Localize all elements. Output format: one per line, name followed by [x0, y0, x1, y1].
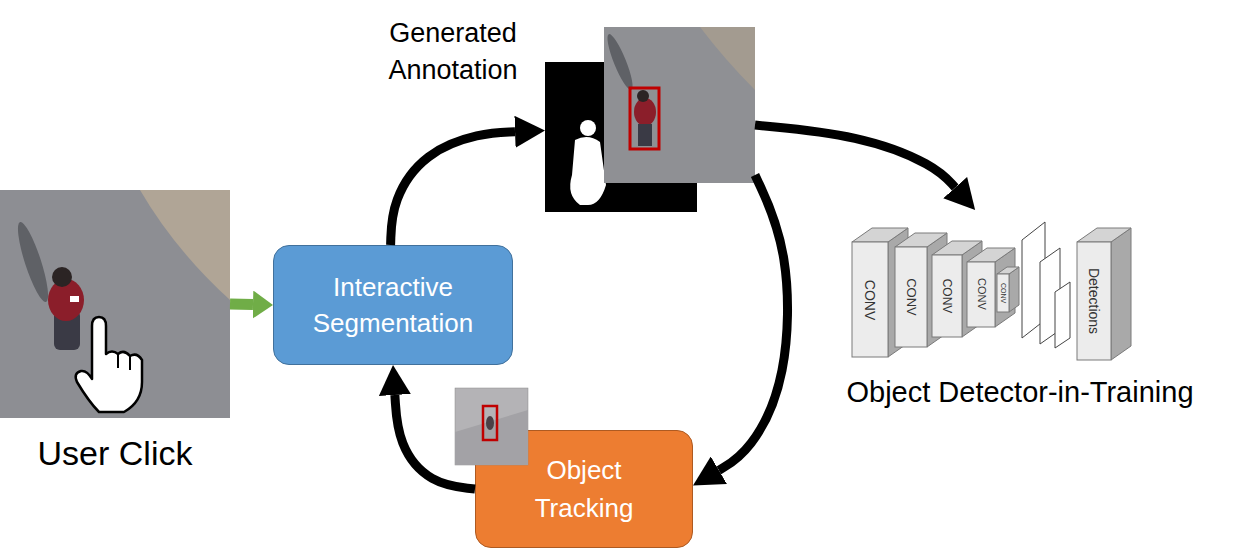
- layer-label: Detections: [1087, 268, 1101, 334]
- flow-arrow: [230, 299, 253, 311]
- flow-arrow: [391, 132, 515, 245]
- bounding-box: [630, 88, 659, 149]
- cnn-illustration: [852, 222, 1131, 360]
- tracking-frame: [455, 388, 528, 465]
- tracking-box: [483, 406, 497, 440]
- box-label: Object Tracking: [509, 451, 659, 527]
- flow-arrow: [755, 125, 955, 188]
- fc-layer: [1055, 282, 1070, 348]
- photo-sand: [700, 27, 755, 90]
- layer-top: [967, 248, 1015, 262]
- tracking-person: [486, 416, 494, 430]
- layer-label: CONV: [976, 278, 987, 310]
- layer-front: [1077, 242, 1111, 360]
- layer-top: [895, 233, 947, 247]
- annotation-images: [545, 27, 755, 212]
- user-click-photo: [0, 190, 230, 418]
- layer-front: [997, 274, 1009, 312]
- image-node: Generated Annotation: [545, 27, 755, 212]
- box-label: Interactive Segmentation: [288, 269, 498, 341]
- layer-label: CONV: [941, 279, 953, 314]
- layer-side: [1009, 267, 1019, 312]
- person-shadow: [12, 220, 53, 305]
- layer-top: [932, 241, 982, 255]
- layer-side: [1111, 228, 1131, 360]
- layer-top: [1077, 228, 1131, 242]
- layer-front: [852, 242, 888, 357]
- network-caption: Object Detector-in-Training: [820, 375, 1220, 409]
- layer-front: [932, 255, 962, 337]
- person-head: [52, 267, 72, 287]
- layer-label: CONV: [905, 278, 918, 316]
- image-caption: User Click: [0, 433, 230, 473]
- photo-person-legs: [638, 124, 652, 146]
- layer-front: [967, 262, 995, 327]
- mask-silhouette: [570, 137, 606, 205]
- photo-shadow: [603, 32, 637, 92]
- hand-cursor-lines: [118, 354, 142, 372]
- image-heading: Generated Annotation: [368, 15, 538, 89]
- mask-head: [580, 120, 596, 136]
- annotated-photo: [604, 27, 755, 183]
- photo-person: [634, 98, 656, 126]
- layer-top: [852, 228, 908, 242]
- pavement: [0, 190, 230, 418]
- layer-front: [895, 247, 927, 347]
- sand-area: [140, 190, 230, 300]
- flow-arrow: [719, 175, 788, 470]
- hand-cursor: [76, 317, 142, 412]
- flow-arrow: [395, 395, 475, 489]
- layer-top: [997, 267, 1019, 274]
- image-node: User Click: [0, 190, 230, 418]
- photo-person-head: [637, 90, 649, 102]
- layer-label: CONV: [863, 280, 877, 320]
- process-box: Interactive Segmentation: [273, 245, 513, 365]
- layer-label: CONV: [1000, 283, 1007, 303]
- person-badge: [70, 296, 79, 302]
- tracking-photo: [455, 388, 528, 465]
- tracking-ground: [455, 410, 528, 465]
